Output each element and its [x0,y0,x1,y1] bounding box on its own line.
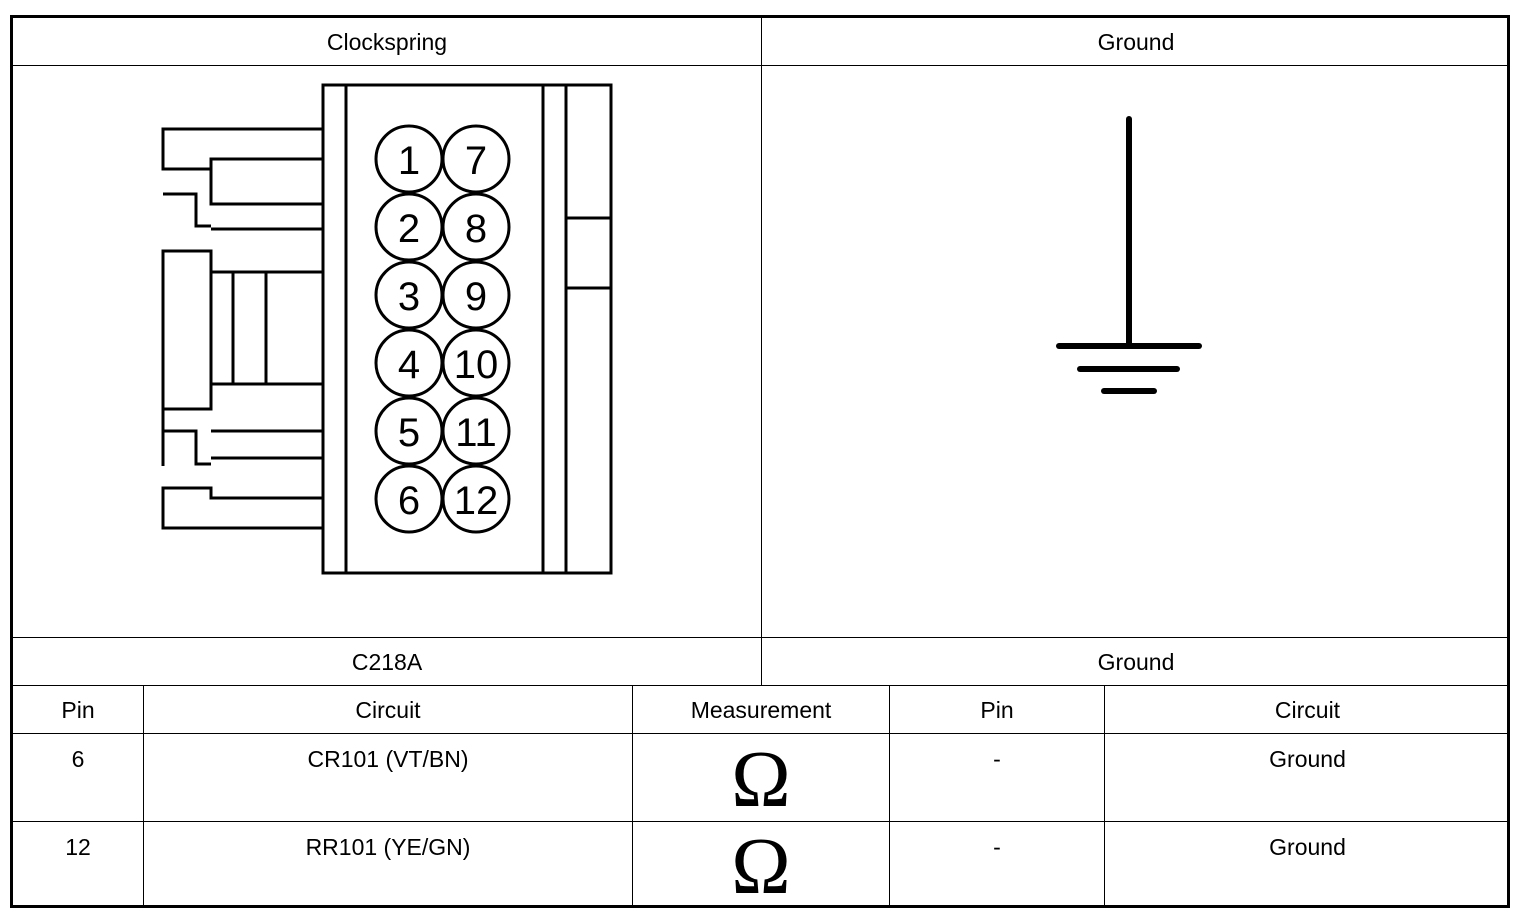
ground-symbol-icon [1056,116,1202,394]
grid-line [761,18,762,685]
ground-header: Ground [1097,28,1175,55]
grid-line [13,637,1507,638]
pin-circle [441,124,511,194]
pin-number: 8 [465,207,487,251]
connector-id-c218a: C218A [351,648,423,675]
row-circuit: CR101 (VT/BN) [307,746,469,772]
pin-number: 9 [465,275,487,319]
pin-circle [441,260,511,330]
connector-pin-circles [374,124,511,534]
connector-c218a-face: 1 7 2 8 3 9 4 10 5 11 6 12 [161,83,613,575]
pin-number: 7 [465,139,487,183]
pin-number: 3 [398,275,420,319]
grid-line [13,685,1507,686]
pin-number: 6 [398,479,420,523]
column-header-pin: Pin [61,696,95,723]
column-header-circuit: Circuit [355,696,421,723]
pin-number: 10 [454,343,499,387]
row-dest-pin: - [993,746,1001,772]
grid-line [13,733,1507,734]
row-dest-circuit: Ground [1269,834,1346,860]
column-header-measurement: Measurement [690,696,832,723]
grid-line [1104,685,1105,905]
grid-line [13,821,1507,822]
connector-face-drawing: 1 7 2 8 3 9 4 10 5 11 6 12 [13,66,761,637]
row-dest-pin: - [993,834,1001,860]
row-dest-circuit: Ground [1269,746,1346,772]
ohm-measurement-icon: Ω [633,734,889,821]
ground-symbol-panel [762,66,1507,637]
ohm-symbol: Ω [731,823,791,908]
pin-circle [441,396,511,466]
clockspring-header: Clockspring [326,28,448,55]
ohm-symbol: Ω [731,735,791,824]
pin-circle [441,464,511,534]
row-pin: 12 [65,834,91,860]
pin-number: 4 [398,343,420,387]
pin-number: 11 [455,411,497,455]
connector-test-sheet: Clockspring Ground [10,15,1510,908]
pin-number: 2 [398,207,420,251]
row-circuit: RR101 (YE/GN) [305,834,471,860]
pin-number: 5 [398,411,420,455]
grid-line [889,685,890,905]
pin-number: 1 [398,139,420,183]
row-pin: 6 [71,746,85,772]
connector-id-ground: Ground [1097,648,1175,675]
grid-line [13,65,1507,66]
column-header-dest-pin: Pin [980,696,1014,723]
column-header-dest-circuit: Circuit [1274,696,1341,723]
pin-circle [441,328,511,398]
grid-line [143,685,144,905]
pin-number: 12 [454,479,499,523]
grid-line [632,685,633,905]
pin-circle [441,192,511,262]
ohm-measurement-icon: Ω [633,822,889,908]
